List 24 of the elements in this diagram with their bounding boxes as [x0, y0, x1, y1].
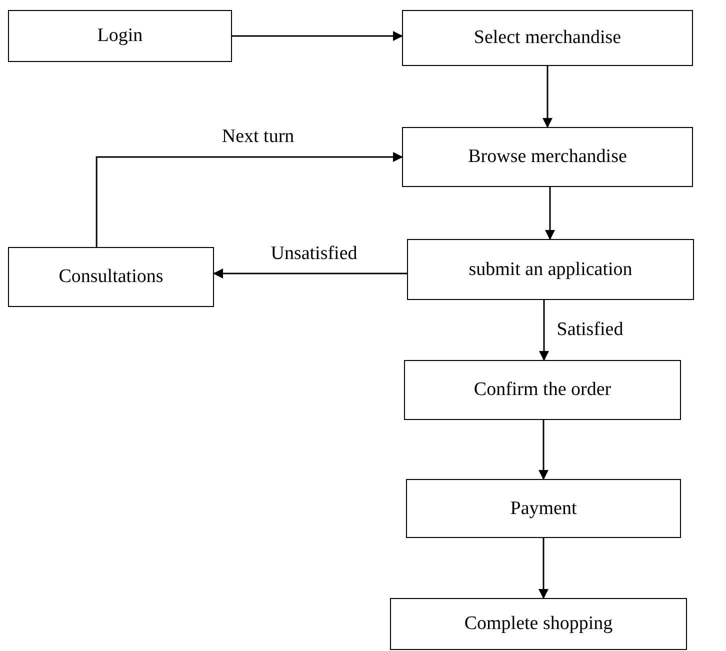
- node-text: submit an application: [468, 258, 632, 280]
- node-text: Login: [97, 25, 143, 47]
- arrow: [538, 420, 548, 480]
- process-box: [404, 360, 681, 420]
- node-text: Payment: [510, 498, 577, 520]
- node-text: Select merchandise: [474, 27, 622, 49]
- node-text: Browse merchandise: [468, 146, 627, 168]
- arrow: [96, 152, 403, 247]
- process-box: [8, 247, 214, 307]
- arrow: [213, 268, 407, 278]
- process-box: [390, 598, 687, 650]
- node-text: Confirm the order: [474, 379, 612, 401]
- node-text: Consultations: [58, 266, 164, 288]
- arrow: [538, 538, 548, 599]
- node-text: Complete shopping: [464, 613, 613, 635]
- arrow: [545, 187, 555, 240]
- process-box: [402, 127, 693, 187]
- arrow: [542, 66, 552, 128]
- process-box: [402, 10, 693, 66]
- process-box: [407, 239, 694, 300]
- process-box: [406, 479, 681, 538]
- arrow: [232, 31, 403, 41]
- process-box: [8, 10, 232, 62]
- arrow: [539, 300, 549, 361]
